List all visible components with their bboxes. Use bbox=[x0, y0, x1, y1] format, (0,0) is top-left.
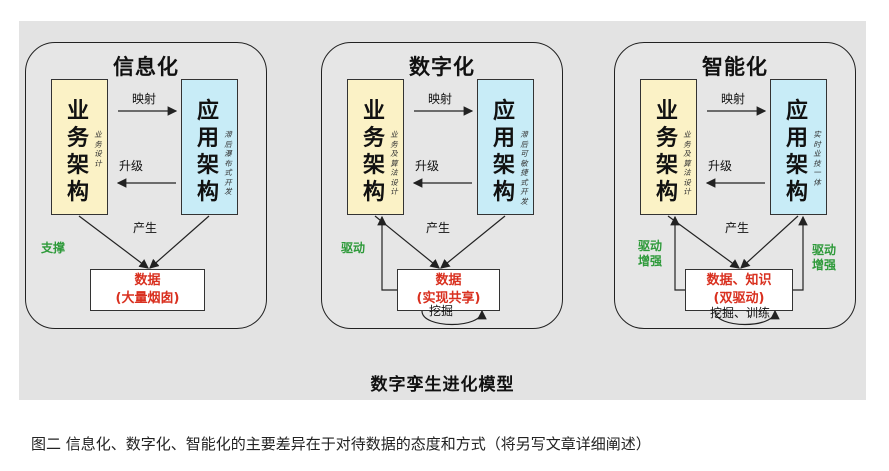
box-main-label: 业务架构 bbox=[655, 99, 678, 205]
business-architecture-box: 业务架构 业务及算法设计 bbox=[640, 79, 697, 215]
data-box-line-1: 数据 bbox=[134, 273, 161, 288]
data-box: 数据 (大量烟囱) bbox=[90, 269, 205, 311]
box-main-label: 应用架构 bbox=[196, 99, 219, 205]
panel-connectors bbox=[78, 106, 210, 269]
panel-title: 数字化 bbox=[409, 55, 475, 79]
map-label: 映射 bbox=[428, 92, 453, 106]
data-box-line-2: (双驱动) bbox=[713, 291, 765, 306]
diagram-title: 数字孪生进化模型 bbox=[370, 375, 515, 395]
data-box-line-2: (大量烟囱) bbox=[115, 291, 180, 306]
data-box: 数据 (实现共享) bbox=[397, 269, 500, 311]
box-main-label: 业务架构 bbox=[362, 99, 385, 205]
map-label: 映射 bbox=[721, 92, 746, 106]
produce-label: 产生 bbox=[133, 221, 158, 235]
panel-title: 智能化 bbox=[702, 55, 768, 79]
bottom-label: 挖掘、训练 bbox=[710, 306, 771, 320]
box-main-label: 应用架构 bbox=[785, 99, 808, 205]
box-sub-label: 业务设计 bbox=[94, 130, 102, 168]
box-sub-label: 业务及算法设计 bbox=[390, 130, 398, 196]
figure-caption: 图二 信息化、数字化、智能化的主要差异在于对待数据的态度和方式（将另写文章详细阐… bbox=[31, 435, 651, 453]
panel-connectors bbox=[667, 106, 808, 326]
box-main-label: 业务架构 bbox=[66, 99, 89, 205]
side-label-left: 驱动 增强 bbox=[638, 239, 663, 268]
business-architecture-box: 业务架构 业务设计 bbox=[51, 79, 108, 215]
panel-informatization: 信息化 业务架构 业务设计 应用架构 滞后瀑布式开发 映射 升级 产生 支撑 数… bbox=[25, 42, 267, 329]
diagram-figure: 信息化 业务架构 业务设计 应用架构 滞后瀑布式开发 映射 升级 产生 支撑 数… bbox=[19, 21, 866, 400]
side-label-right: 驱动 增强 bbox=[812, 243, 837, 272]
data-box: 数据、知识 (双驱动) bbox=[685, 269, 793, 311]
box-sub-label: 滞后可敏捷式开发 bbox=[520, 130, 528, 206]
map-label: 映射 bbox=[132, 92, 157, 106]
side-label-left: 驱动 bbox=[341, 241, 366, 255]
panel-intelligentization: 智能化 业务架构 业务及算法设计 应用架构 实时业技一体 映射 升级 产生 驱动… bbox=[614, 42, 856, 329]
panel-title: 信息化 bbox=[113, 55, 179, 79]
box-sub-label: 业务及算法设计 bbox=[683, 130, 691, 196]
application-architecture-box: 应用架构 滞后可敏捷式开发 bbox=[477, 79, 534, 215]
upgrade-label: 升级 bbox=[708, 159, 733, 173]
panel-connectors bbox=[374, 106, 506, 326]
data-box-line-1: 数据 bbox=[435, 273, 462, 288]
data-box-line-2: (实现共享) bbox=[416, 291, 481, 306]
side-label-left: 支撑 bbox=[41, 241, 66, 255]
application-architecture-box: 应用架构 实时业技一体 bbox=[770, 79, 827, 215]
data-box-line-1: 数据、知识 bbox=[706, 273, 772, 288]
produce-label: 产生 bbox=[725, 221, 750, 235]
upgrade-label: 升级 bbox=[119, 159, 144, 173]
produce-label: 产生 bbox=[426, 221, 451, 235]
panel-digitalization: 数字化 业务架构 业务及算法设计 应用架构 滞后可敏捷式开发 映射 升级 产生 … bbox=[321, 42, 563, 329]
bottom-label: 挖掘 bbox=[429, 304, 454, 318]
business-architecture-box: 业务架构 业务及算法设计 bbox=[347, 79, 404, 215]
application-architecture-box: 应用架构 滞后瀑布式开发 bbox=[181, 79, 238, 215]
box-main-label: 应用架构 bbox=[492, 99, 515, 205]
box-sub-label: 实时业技一体 bbox=[813, 130, 821, 187]
upgrade-label: 升级 bbox=[415, 159, 440, 173]
box-sub-label: 滞后瀑布式开发 bbox=[224, 130, 232, 196]
